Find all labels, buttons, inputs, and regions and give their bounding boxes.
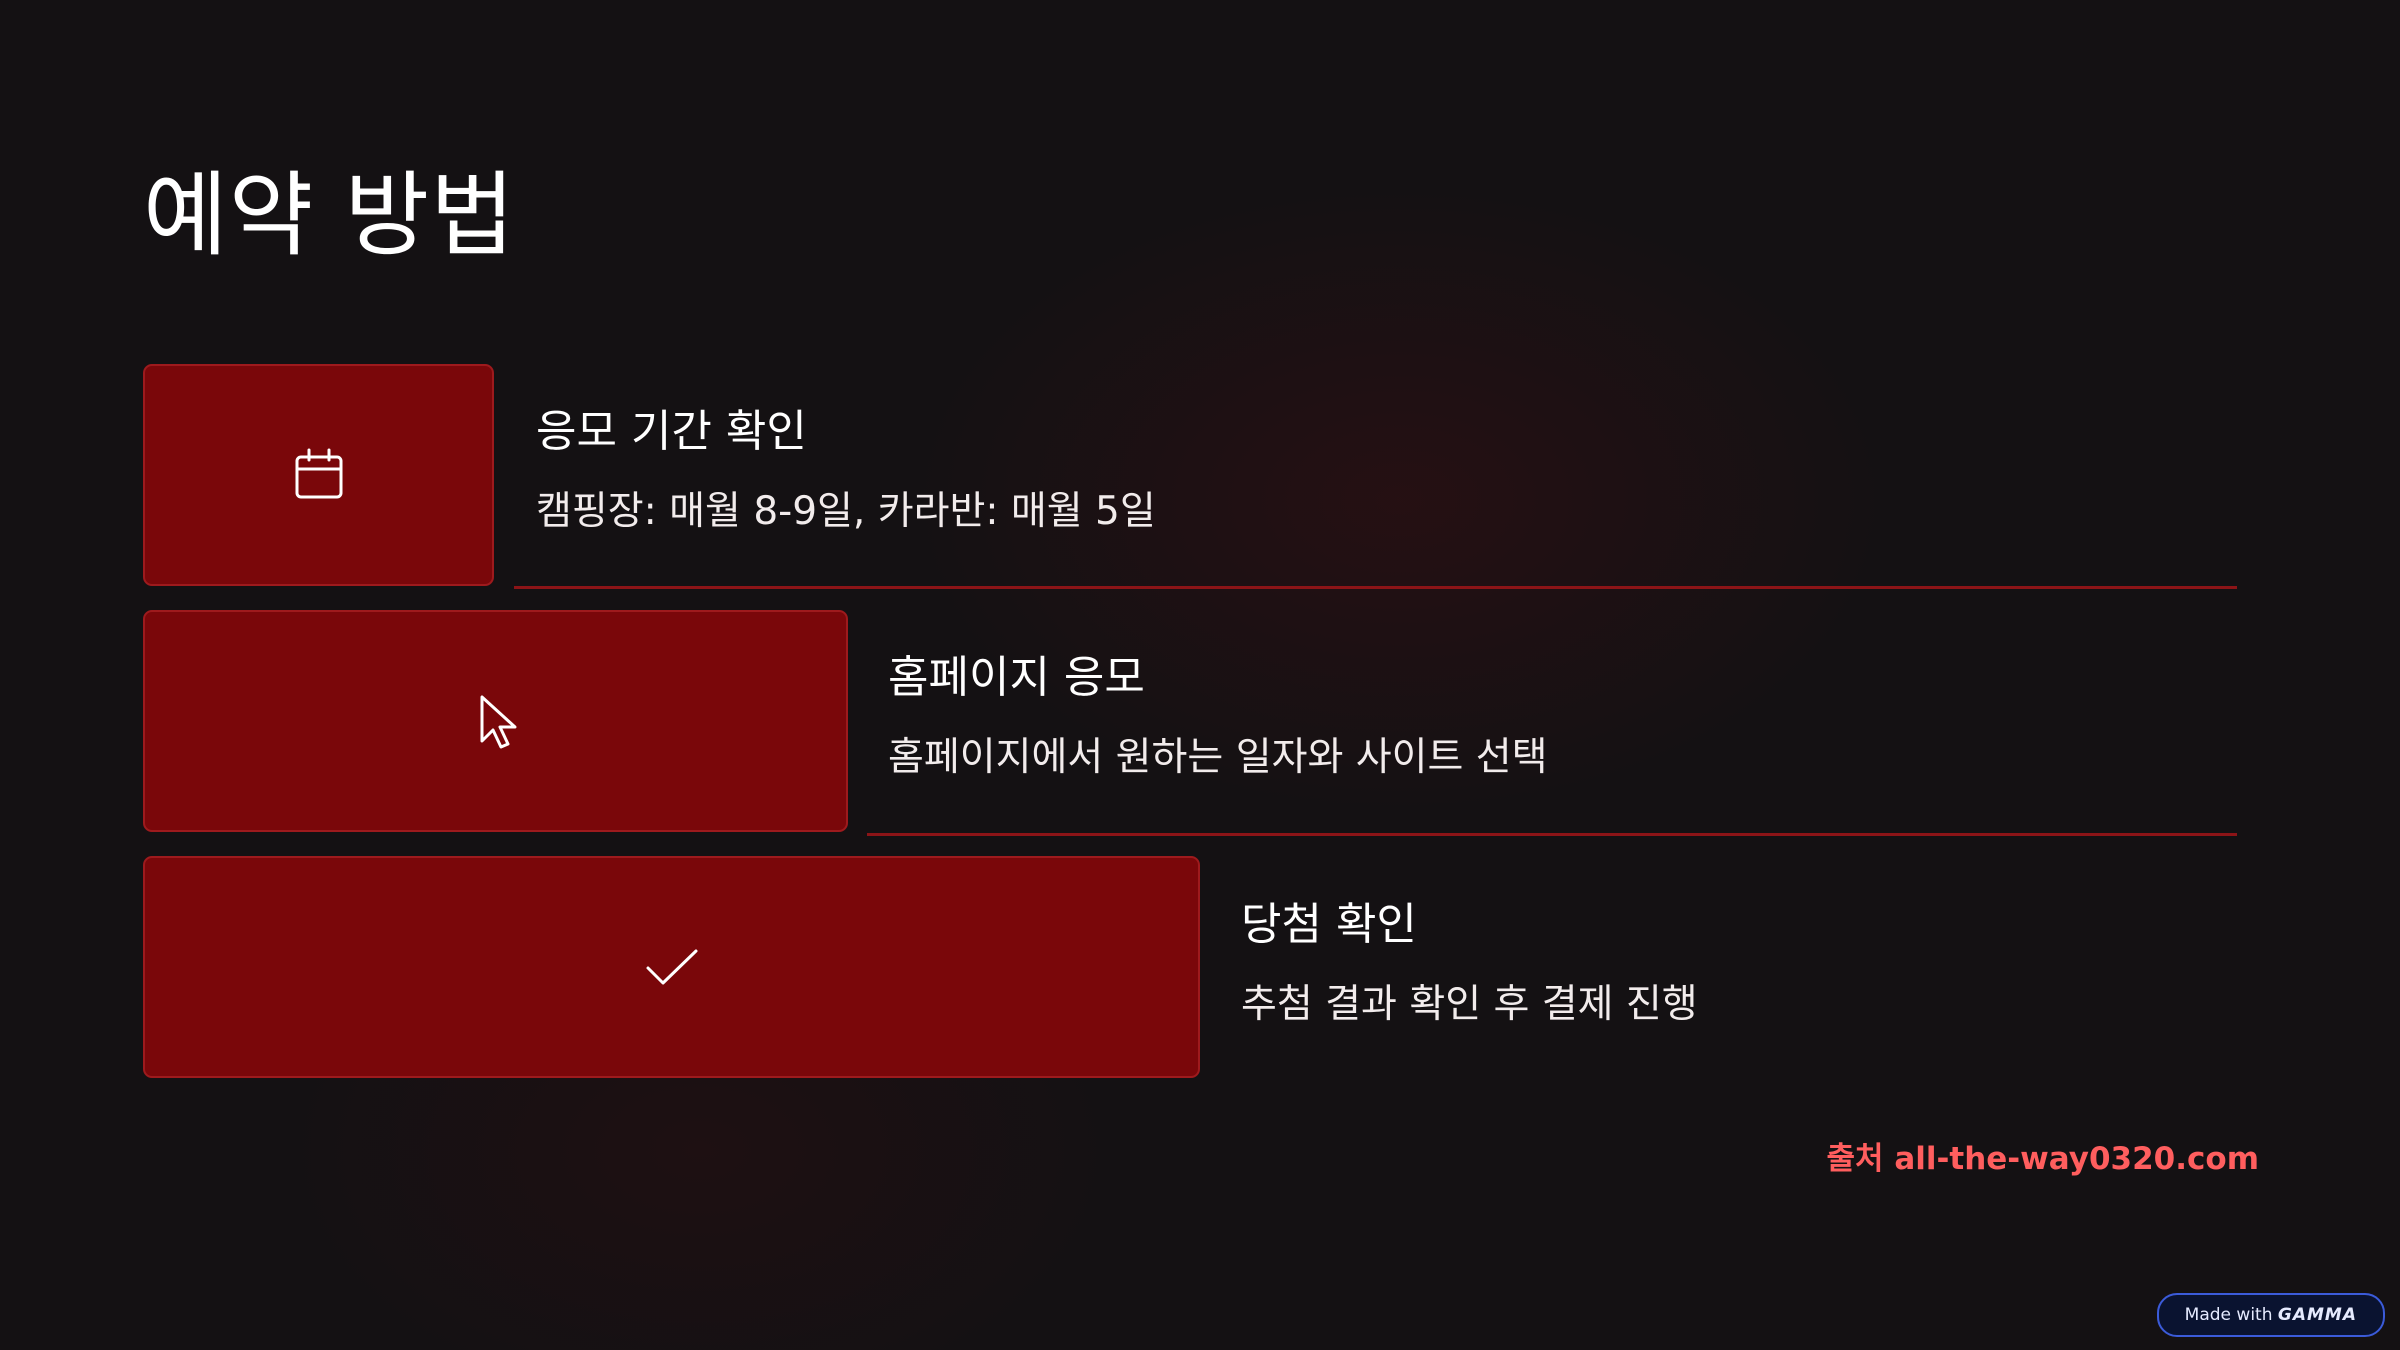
made-with-gamma-badge[interactable]: Made with GAMMA xyxy=(2156,1293,2385,1337)
badge-prefix: Made with xyxy=(2184,1305,2273,1325)
cursor-pointer-icon xyxy=(466,691,526,751)
step-3-heading: 당첨 확인 xyxy=(1241,899,1417,950)
gamma-logo: GAMMA xyxy=(2277,1305,2357,1325)
slide-title: 예약 방법 xyxy=(143,162,516,269)
step-2-icon-box xyxy=(143,610,848,832)
checkmark-icon xyxy=(642,937,702,997)
step-1-icon-box xyxy=(143,364,494,586)
step-1-heading: 응모 기간 확인 xyxy=(536,406,807,457)
step-1-divider xyxy=(514,586,2237,589)
step-1-description: 캠핑장: 매월 8-9일, 카라반: 매월 5일 xyxy=(536,489,1156,534)
step-2-description: 홈페이지에서 원하는 일자와 사이트 선택 xyxy=(888,735,1548,780)
step-3-icon-box xyxy=(143,856,1200,1078)
step-2-text: 홈페이지 응모 홈페이지에서 원하는 일자와 사이트 선택 xyxy=(888,652,1548,780)
source-link[interactable]: 출처 all-the-way0320.com xyxy=(1826,1141,2260,1177)
calendar-icon xyxy=(289,445,349,505)
step-3-description: 추첨 결과 확인 후 결제 진행 xyxy=(1241,982,1698,1027)
step-1-text: 응모 기간 확인 캠핑장: 매월 8-9일, 카라반: 매월 5일 xyxy=(536,406,1156,534)
step-3-text: 당첨 확인 추첨 결과 확인 후 결제 진행 xyxy=(1241,899,1698,1027)
step-2-heading: 홈페이지 응모 xyxy=(888,652,1145,703)
step-2-divider xyxy=(867,833,2237,836)
